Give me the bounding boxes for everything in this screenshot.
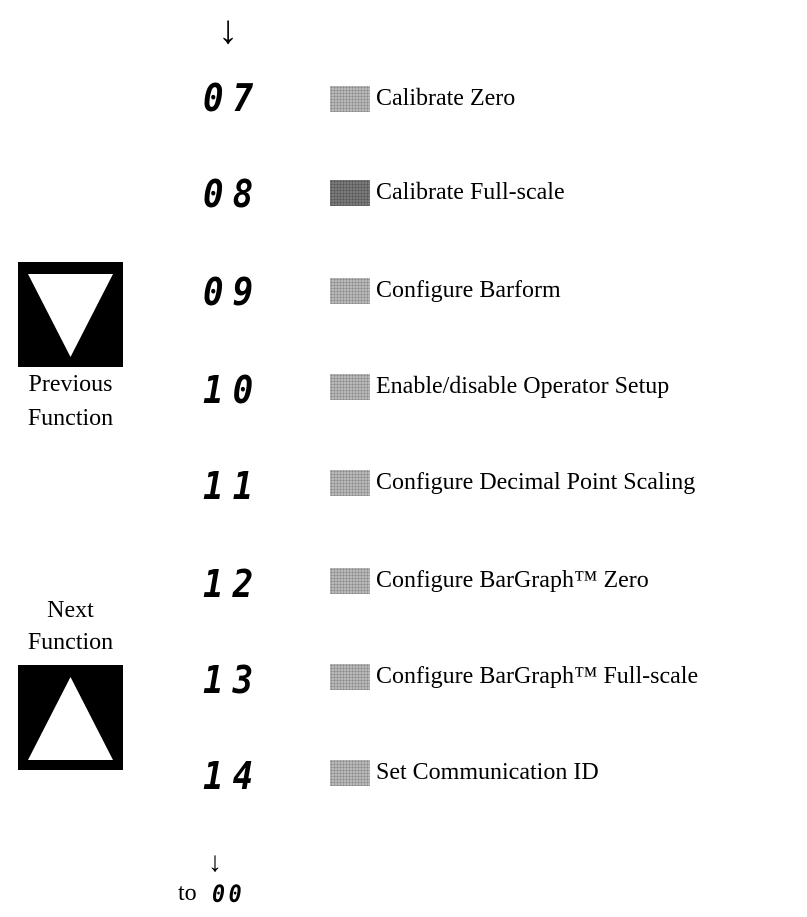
function-code: 07	[203, 76, 263, 120]
selection-marker-active	[330, 180, 370, 206]
selection-marker	[330, 278, 370, 304]
function-label: Configure Decimal Point Scaling	[376, 469, 696, 495]
function-code: 08	[203, 172, 263, 216]
selection-marker	[330, 470, 370, 496]
function-code: 12	[203, 562, 263, 606]
wrap-to-code: 00	[212, 880, 246, 908]
function-label: Configure Barform	[376, 277, 561, 303]
function-label: Calibrate Full-scale	[376, 179, 565, 205]
function-label: Calibrate Zero	[376, 85, 516, 111]
function-label: Configure BarGraph™ Full-scale	[376, 663, 699, 689]
selection-marker	[330, 568, 370, 594]
wrap-to-label: to	[178, 880, 197, 906]
function-label: Set Communication ID	[376, 759, 599, 785]
down-triangle-icon	[28, 274, 113, 357]
top-down-arrow: ↓	[218, 7, 238, 52]
function-code: 09	[203, 270, 263, 314]
function-code: 10	[203, 368, 263, 412]
function-label: Enable/disable Operator Setup	[376, 373, 670, 399]
next-function-button[interactable]	[18, 665, 123, 770]
selection-marker	[330, 760, 370, 786]
function-code: 14	[203, 754, 263, 798]
previous-function-label-line1: Previous	[28, 371, 113, 397]
selection-marker	[330, 374, 370, 400]
previous-function-label-line2: Function	[27, 405, 114, 431]
next-function-label-line1: Next	[47, 597, 94, 623]
previous-function-button[interactable]	[18, 262, 123, 367]
up-triangle-icon	[28, 677, 113, 760]
function-label: Configure BarGraph™ Zero	[376, 567, 649, 593]
next-function-label-line2: Function	[27, 629, 114, 655]
function-code: 13	[203, 658, 263, 702]
selection-marker	[330, 664, 370, 690]
bottom-down-arrow: ↓	[208, 847, 222, 878]
selection-marker	[330, 86, 370, 112]
function-code: 11	[203, 464, 263, 508]
